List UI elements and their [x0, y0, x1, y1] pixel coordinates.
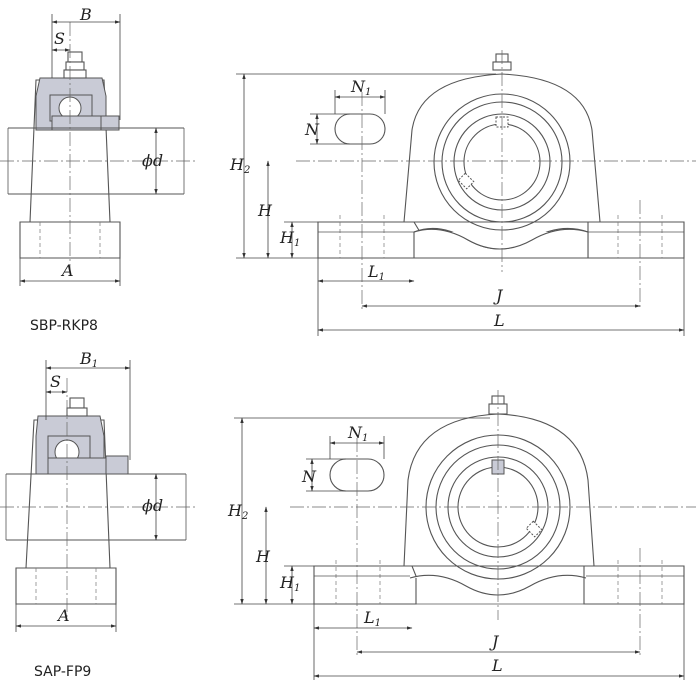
dim-label-n: N [301, 467, 317, 486]
sap-fp9-front-view [234, 390, 696, 680]
sbp-rkp8-side-view [0, 14, 196, 286]
dim-label-n: N [304, 120, 320, 139]
dim-label-h1: H1 [279, 573, 300, 594]
dim-label-l1: L1 [363, 608, 381, 629]
dim-label-l: L [493, 311, 505, 330]
dim-label-b1: B1 [79, 349, 98, 370]
model-caption: SBP-RKP8 [30, 318, 98, 334]
dim-label-h1: H1 [279, 228, 300, 249]
dim-label-a: A [56, 606, 70, 625]
dim-label-l1: L1 [367, 262, 385, 283]
dim-label-l: L [491, 656, 503, 675]
dim-label-s: S [50, 372, 61, 391]
dim-label-h2: H2 [227, 501, 248, 522]
dim-label-n1: N1 [347, 423, 368, 444]
dim-label-h: H [257, 201, 273, 220]
dim-label-s: S [54, 29, 65, 48]
sap-fp9-side-view [0, 360, 196, 632]
sbp-rkp8-front-view [236, 50, 696, 336]
dim-label-h: H [255, 547, 271, 566]
dim-label-n1: N1 [350, 77, 371, 98]
dim-label-d: ϕd [142, 496, 163, 515]
model-caption: SAP-FP9 [34, 664, 91, 680]
dim-label-h2: H2 [229, 155, 250, 176]
dim-label-b: B [79, 5, 92, 24]
dim-label-d: ϕd [142, 151, 163, 170]
dim-label-a: A [60, 261, 74, 280]
dim-label-j: J [489, 632, 500, 651]
dim-label-j: J [493, 286, 504, 305]
